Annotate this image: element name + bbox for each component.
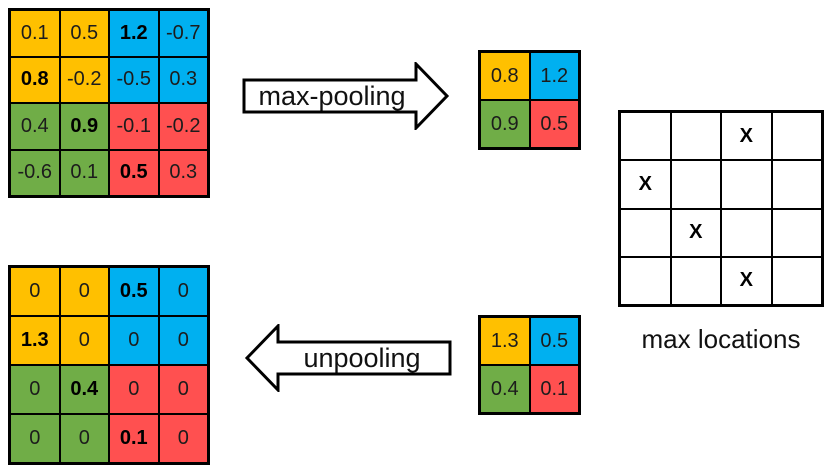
unpooled-grid-cell: 0 (110, 317, 158, 364)
input-grid-cell: 0.5 (110, 150, 158, 195)
input-grid-cell: 0.4 (11, 104, 59, 149)
unpooled-grid-cell: 0.5 (110, 268, 158, 315)
input-grid-cell: 1.2 (110, 11, 158, 56)
max-location-cell (772, 257, 821, 304)
right-arrow-icon (242, 62, 450, 130)
input-grid-cell: -0.5 (110, 57, 158, 102)
unpooled-grid-cell: 0 (11, 366, 59, 413)
input-grid-cell: -0.2 (60, 57, 108, 102)
unpooled-grid-cell: 1.3 (11, 317, 59, 364)
unpooled-grid-cell: 0 (110, 366, 158, 413)
max-location-cell (671, 161, 720, 208)
left-arrow-icon (244, 324, 452, 392)
pooled-grid-cell: 0.9 (481, 101, 529, 147)
unpooled-grid-cell: 0 (11, 268, 59, 315)
unpooled-grid-cell: 0 (11, 415, 59, 462)
unpooled-grid-cell: 0 (159, 317, 207, 364)
max-location-cell (671, 113, 720, 160)
input-grid-cell: -0.7 (159, 11, 207, 56)
input-grid-cell: 0.9 (60, 104, 108, 149)
unpooled-grid-cell: 0.1 (110, 415, 158, 462)
input-grid-cell: 0.3 (159, 57, 207, 102)
max-location-cell (621, 209, 670, 256)
max-location-cell: X (722, 257, 771, 304)
unpool-input-grid-cell: 1.3 (481, 318, 529, 364)
unpooled-grid-cell: 0.4 (60, 366, 108, 413)
pooled-grid-cell: 1.2 (530, 53, 578, 99)
input-grid-cell: 0.8 (11, 57, 59, 102)
unpooled-grid-cell: 0 (60, 268, 108, 315)
max-location-cell (621, 257, 670, 304)
max-location-cell: X (621, 161, 670, 208)
max-location-cell (671, 257, 720, 304)
max-pooling-arrow: max-pooling (242, 62, 450, 130)
pooled-grid-cell: 0.5 (530, 101, 578, 147)
pooled-grid-cell: 0.8 (481, 53, 529, 99)
input-grid-cell: -0.6 (11, 150, 59, 195)
max-location-cell (621, 113, 670, 160)
unpooled-grid-cell: 0 (60, 415, 108, 462)
max-location-cell: X (671, 209, 720, 256)
unpool-input-grid-cell: 0.4 (481, 366, 529, 412)
unpool-input-grid-cell: 0.1 (530, 366, 578, 412)
max-location-cell: X (722, 113, 771, 160)
max-location-cell (772, 161, 821, 208)
unpool-input-grid-cell: 0.5 (530, 318, 578, 364)
max-locations-label: max locations (641, 324, 801, 354)
input-grid-cell: 0.1 (11, 11, 59, 56)
input-grid-cell: 0.3 (159, 150, 207, 195)
unpooling-arrow: unpooling (243, 324, 452, 392)
input-grid-cell: -0.1 (110, 104, 158, 149)
max-pooling-arrow-label: max-pooling (258, 80, 406, 111)
unpooled-grid-cell: 0 (159, 366, 207, 413)
unpooled-grid-cell: 0 (159, 415, 207, 462)
unpooling-arrow-label: unpooling (303, 342, 421, 373)
max-location-cell (722, 209, 771, 256)
max-location-cell (772, 113, 821, 160)
unpooled-grid-cell: 0 (159, 268, 207, 315)
unpooled-grid-cell: 0 (60, 317, 108, 364)
input-grid-cell: 0.5 (60, 11, 108, 56)
max-location-cell (772, 209, 821, 256)
input-grid-cell: -0.2 (159, 104, 207, 149)
max-location-cell (722, 161, 771, 208)
input-grid-cell: 0.1 (60, 150, 108, 195)
